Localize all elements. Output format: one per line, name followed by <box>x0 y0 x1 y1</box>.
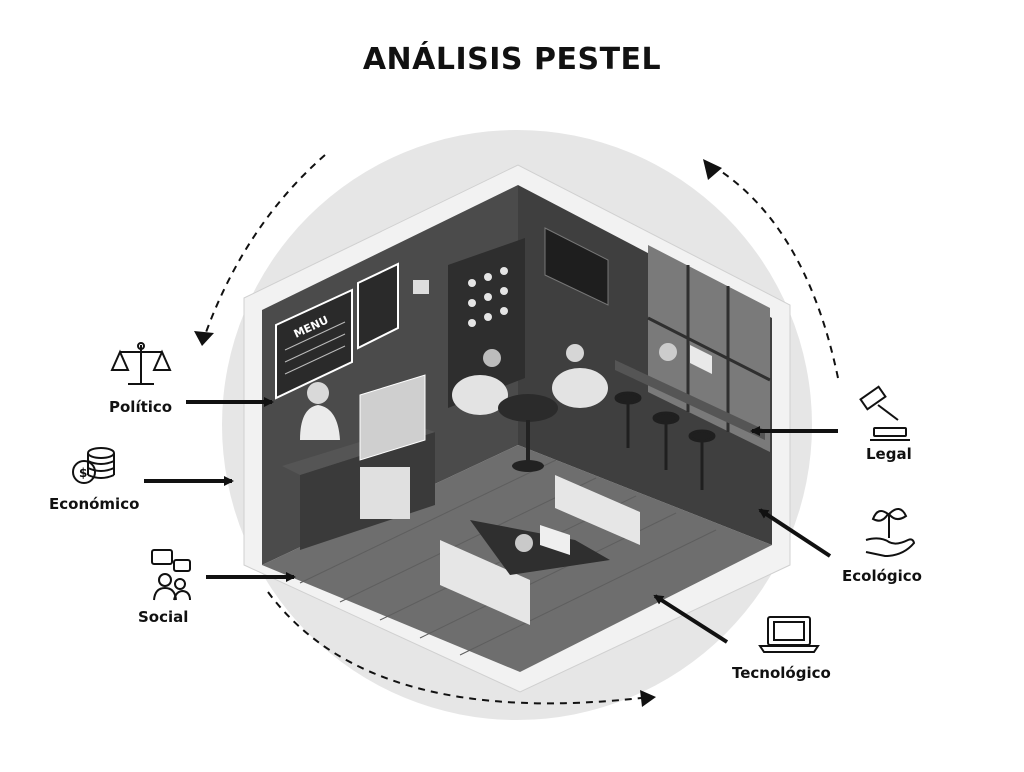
cycle-arrowhead-top-right <box>703 159 722 180</box>
window-bar <box>615 360 765 440</box>
laptop-icon <box>758 616 820 653</box>
bar-laptop <box>690 345 712 374</box>
label-economico: Económico <box>49 495 140 513</box>
cycle-arrow-top-left <box>204 154 326 336</box>
coins-icon: $ <box>72 447 115 484</box>
cycle-arrow-bottom <box>267 591 651 705</box>
people-chat-icon <box>151 549 191 601</box>
arrow-tecnologico <box>653 594 729 644</box>
armchair-left <box>452 375 508 415</box>
booth-table <box>470 520 610 575</box>
label-social: Social <box>138 608 189 626</box>
bar-stools <box>614 391 716 490</box>
label-politico: Político <box>109 398 173 416</box>
booth-back <box>555 475 640 545</box>
customer-left <box>483 349 501 367</box>
customer-booth <box>515 534 533 552</box>
plant-hand-icon <box>865 508 916 558</box>
diagram-title: ANÁLISIS PESTEL <box>362 42 662 77</box>
arrow-ecologico <box>758 508 832 558</box>
cup-shelf <box>448 238 525 408</box>
wifi-sign <box>413 280 429 294</box>
isometric-cafe-scene: MENU <box>243 164 791 693</box>
wall-tv <box>544 227 609 306</box>
scales-icon <box>110 342 172 385</box>
second-menu-board <box>357 262 399 350</box>
cycle-arrows <box>204 154 839 705</box>
menu-board <box>275 288 353 400</box>
cafe-table <box>498 394 558 422</box>
svg-text:$: $ <box>79 466 87 480</box>
gavel-icon <box>859 385 910 441</box>
booth-front <box>440 540 530 625</box>
cycle-arrowhead-top-left <box>194 331 214 346</box>
label-ecologico: Ecológico <box>842 567 922 585</box>
customer-right <box>566 344 584 362</box>
counter-panel <box>360 467 410 519</box>
pastry-case <box>359 374 426 461</box>
armchair-right <box>552 368 608 408</box>
cycle-arrowhead-bottom <box>640 690 656 707</box>
customer-at-bar <box>659 343 677 361</box>
label-legal: Legal <box>866 445 912 463</box>
booth-laptop <box>540 525 570 555</box>
cycle-arrow-top-right <box>707 162 839 379</box>
barista <box>307 382 329 404</box>
label-tecnologico: Tecnológico <box>732 664 831 682</box>
